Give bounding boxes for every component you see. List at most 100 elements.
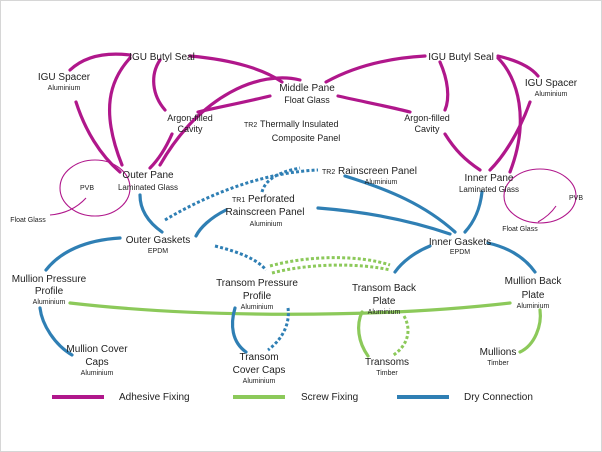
node-transom-back-plate: Transom Back Plate Aluminium [352, 283, 417, 316]
node-tag: TR1 [232, 197, 245, 204]
edge-seal-left-to-argon-left [152, 58, 167, 112]
node-sub: Aluminium [241, 304, 274, 311]
node-title: Mullion Pressure [12, 274, 87, 285]
edge-mullion-pressure-to-mullion-back [68, 301, 512, 316]
edge-seal-right-to-inner-pane [496, 56, 522, 174]
node-title-2: Cover Caps [233, 365, 286, 376]
node-rainscreen-panel: TR2 Rainscreen Panel Aluminium [322, 166, 417, 186]
edge-argon-left-to-outer-pane [148, 132, 174, 170]
adhesive-connections [68, 52, 540, 174]
node-float-glass-left: Float Glass [10, 217, 46, 224]
node-tag: TR2 [322, 169, 335, 176]
edge-seal-right-to-argon-right [438, 60, 450, 112]
node-title: Thermally Insulated [260, 119, 339, 129]
edge-transom-pressure-to-caps-dotted [267, 307, 290, 352]
node-sub: Aluminium [33, 299, 66, 306]
node-mullion-pressure-profile: Mullion Pressure Profile Aluminium [12, 274, 87, 306]
edge-seal-left-to-outer-pane [108, 56, 132, 167]
legend-label-dry: Dry Connection [464, 392, 533, 403]
node-transoms: Transoms Timber [365, 357, 409, 377]
node-title: Float Glass [10, 217, 46, 224]
edge-transom-pressure-to-cover-caps [230, 306, 248, 354]
edge-outer-pane-to-outer-gaskets [138, 193, 164, 234]
pvb-loop-right [503, 168, 577, 224]
node-title: Argon-filled [167, 113, 213, 123]
node-igu-spacer-left: IGU Spacer Aluminium [38, 72, 91, 92]
edge-perforated-to-inner-gaskets [316, 206, 452, 236]
node-title: PVB [80, 185, 94, 192]
node-title: Argon-filled [404, 113, 450, 123]
node-inner-gaskets: Inner Gaskets EPDM [429, 237, 491, 256]
edge-inner-gaskets-to-transom-back [393, 244, 432, 274]
legend: Adhesive Fixing Screw Fixing Dry Connect… [52, 392, 533, 403]
node-title: Outer Gaskets [126, 235, 190, 246]
pvb-loop-left [59, 159, 131, 217]
legend-label-adhesive: Adhesive Fixing [119, 392, 190, 403]
node-title: Transom Pressure [216, 278, 298, 289]
node-title: Mullions [480, 347, 517, 358]
node-title: Outer Pane [122, 170, 174, 181]
node-title-2: Profile [243, 291, 272, 302]
node-title: Transom Back [352, 283, 417, 294]
dry-connections [38, 174, 537, 357]
node-outer-gaskets: Outer Gaskets EPDM [126, 235, 190, 255]
edge-middle-pane-to-seal-right [324, 54, 427, 84]
node-sub: Aluminium [368, 309, 401, 316]
node-igu-butyl-seal-left: IGU Butyl Seal [129, 52, 195, 63]
node-title-2: Cavity [414, 124, 440, 134]
screw-connections [68, 301, 542, 358]
node-sub: Aluminium [365, 179, 398, 186]
node-title: Transom [239, 352, 278, 363]
edge-spacer-left-to-outer-pane [74, 100, 122, 174]
edge-outer-pane-to-rainscreen-dotted [164, 168, 319, 222]
node-argon-cavity-right: Argon-filled Cavity [404, 113, 450, 134]
node-title: IGU Butyl Seal [428, 52, 494, 63]
node-composite-panel: TR2 Thermally Insulated Composite Panel [244, 119, 340, 143]
screw-connections-dotted [269, 256, 410, 358]
node-sub: Aluminium [535, 91, 568, 98]
edge-argon-right-to-inner-pane [443, 132, 482, 172]
edge-middle-pane-to-argon-left [196, 94, 272, 114]
node-perforated-panel: TR1 Perforated Rainscreen Panel Aluminiu… [226, 194, 305, 228]
node-mullion-cover-caps: Mullion Cover Caps Aluminium [66, 344, 128, 377]
edge-outer-pane-to-middle-pane-arc [158, 76, 302, 167]
node-float-glass-right: Float Glass [502, 226, 538, 233]
dry-connections-dotted [164, 166, 319, 352]
node-title: Perforated [248, 194, 295, 205]
edge-middle-pane-to-argon-right [336, 94, 412, 114]
node-title: PVB [569, 195, 583, 202]
float-glass-right-pointer [537, 205, 557, 223]
edge-transom-back-to-transoms-dotted [391, 315, 410, 358]
node-pvb-left: PVB [80, 185, 94, 192]
edge-spacer-right-to-inner-pane [488, 100, 532, 172]
edge-rainscreen-to-inner-gaskets [343, 174, 457, 234]
node-sub: Laminated Glass [118, 183, 178, 192]
node-title-2: Rainscreen Panel [226, 207, 305, 218]
node-title-2: Plate [522, 290, 545, 301]
edge-outer-gaskets-to-mullion-pressure [44, 236, 122, 272]
node-transom-cover-caps: Transom Cover Caps Aluminium [233, 352, 286, 385]
node-title-2: Cavity [177, 124, 203, 134]
node-transom-pressure-profile: Transom Pressure Profile Aluminium [216, 278, 298, 311]
edge-inner-gaskets-to-mullion-back [486, 241, 537, 274]
node-sub: Timber [376, 370, 398, 377]
node-sub: Float Glass [284, 95, 330, 105]
node-title-2: Composite Panel [272, 133, 341, 143]
edge-outer-gaskets-to-transom-pressure-dotted [214, 244, 268, 272]
node-sub: EPDM [148, 248, 168, 255]
node-sub: Aluminium [48, 85, 81, 92]
edge-transom-back-to-transoms-left [357, 310, 370, 358]
node-title: Float Glass [502, 226, 538, 233]
node-argon-cavity-left: Argon-filled Cavity [167, 113, 213, 134]
node-title: Inner Gaskets [429, 237, 491, 248]
node-title-2: Caps [85, 357, 108, 368]
node-title: Transoms [365, 357, 409, 368]
node-title: IGU Spacer [38, 72, 91, 83]
node-sub: Aluminium [517, 303, 550, 310]
node-tag: TR2 [244, 122, 257, 129]
node-sub: Laminated Glass [459, 185, 519, 194]
edge-seal-left-to-spacer-left [68, 52, 132, 72]
edge-seal-right-to-spacer-right [496, 54, 540, 78]
